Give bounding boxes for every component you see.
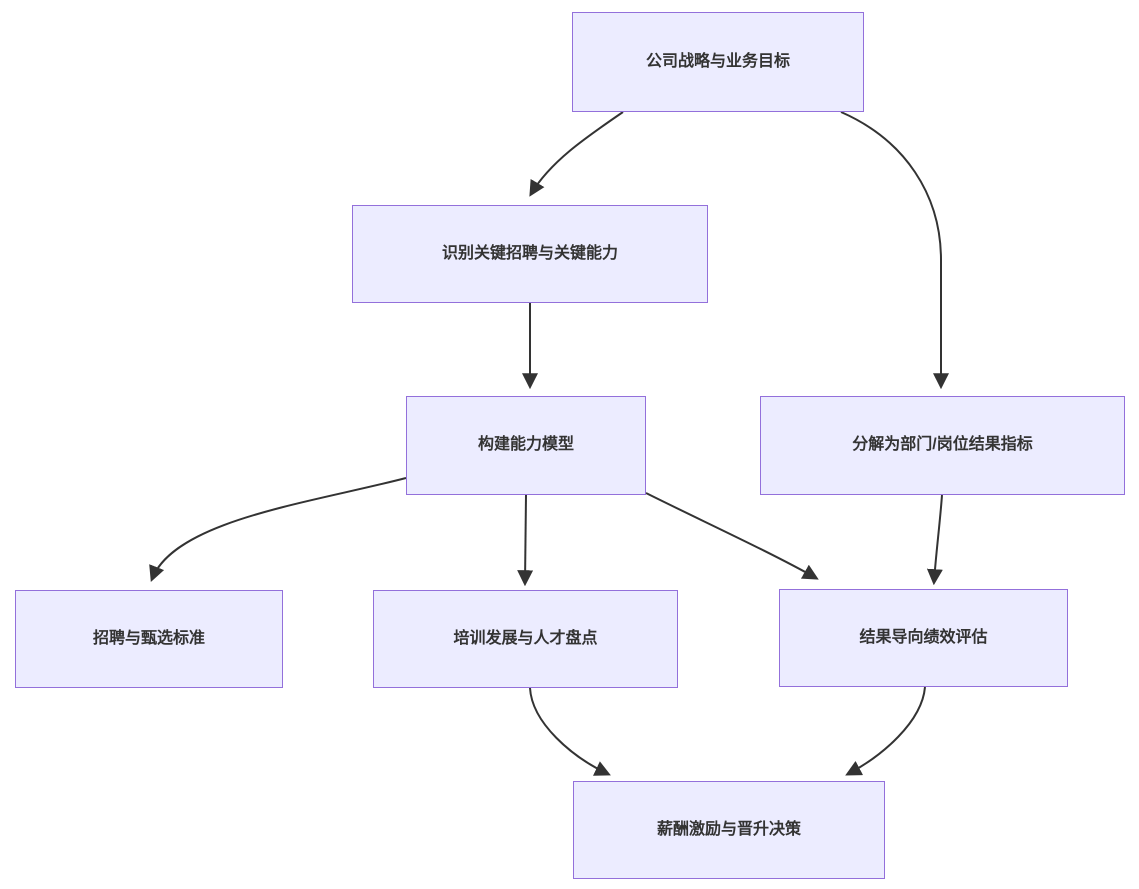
node-identify-key-recruiting: 识别关键招聘与关键能力 <box>352 205 708 303</box>
node-capability-model: 构建能力模型 <box>406 396 646 495</box>
node-recruit-selection-label: 招聘与甄选标准 <box>92 629 205 647</box>
node-identify-key-recruiting-label: 识别关键招聘与关键能力 <box>441 244 618 262</box>
node-capability-model-label: 构建能力模型 <box>477 436 574 454</box>
node-decompose-kpi: 分解为部门/岗位结果指标 <box>760 396 1125 495</box>
edge-model-to-performance <box>645 492 819 580</box>
edge-training-to-compensation <box>529 687 611 776</box>
node-company-strategy: 公司战略与业务目标 <box>572 12 864 112</box>
edge-model-to-training <box>517 494 534 587</box>
node-training-talent-label: 培训发展与人才盘点 <box>453 629 598 647</box>
edge-strategy-to-decompose <box>840 111 949 390</box>
node-performance-eval-label: 结果导向绩效评估 <box>859 628 988 646</box>
edge-performance-to-compensation <box>845 686 926 776</box>
node-recruit-selection: 招聘与甄选标准 <box>15 590 283 688</box>
node-training-talent: 培训发展与人才盘点 <box>373 590 678 688</box>
node-decompose-kpi-label: 分解为部门/岗位结果指标 <box>852 436 1033 454</box>
node-company-strategy-label: 公司战略与业务目标 <box>645 52 790 70</box>
node-compensation-promotion-label: 薪酬激励与晋升决策 <box>656 820 801 838</box>
edge-model-to-recruit <box>149 477 407 582</box>
edge-decompose-to-performance <box>926 494 943 586</box>
edge-strategy-to-identify <box>529 111 624 197</box>
node-compensation-promotion: 薪酬激励与晋升决策 <box>573 781 885 879</box>
node-performance-eval: 结果导向绩效评估 <box>779 589 1068 687</box>
